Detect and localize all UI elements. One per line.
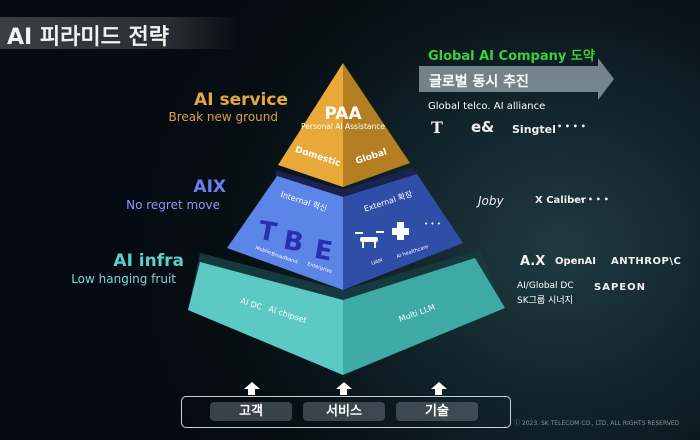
- healthcare-icon: [392, 222, 409, 240]
- title-bar: [0, 17, 240, 49]
- top-left-face: [278, 63, 343, 187]
- arrow-stem: [248, 389, 255, 395]
- logo-ax: A.X: [520, 254, 546, 269]
- paa-title: PAA: [324, 104, 362, 124]
- global-headline: Global AI Company 도약: [428, 49, 595, 64]
- top-right-face: [343, 63, 410, 187]
- customer-button[interactable]: 고객: [210, 402, 292, 421]
- paa-subtitle: Personal AI Assistance: [301, 122, 385, 131]
- service-button[interactable]: 서비스: [303, 402, 385, 421]
- level-label-service: AI service: [194, 90, 288, 110]
- logo-openai: OpenAI: [555, 256, 597, 267]
- technology-button[interactable]: 기술: [396, 402, 478, 421]
- logo-sapeon: SAPEON: [594, 282, 646, 293]
- level-label-infra: AI infra: [113, 251, 184, 271]
- infra-text-synergy: SK그룹 시너지: [517, 296, 573, 306]
- logo-joby: Joby: [478, 194, 504, 208]
- tbe-mobile: Mobile: [254, 245, 271, 256]
- alliance-title: Global telco. AI alliance: [428, 101, 546, 112]
- logo-anthropic: ANTHROP\C: [611, 256, 682, 267]
- level-sub-infra: Low hanging fruit: [71, 272, 176, 286]
- uam-label: UAM: [371, 258, 384, 267]
- global-arrow: [419, 58, 614, 100]
- infra-text-dc: AI/Global DC: [517, 281, 574, 291]
- drone-icon: [355, 231, 384, 248]
- tbe-e: E: [312, 235, 335, 268]
- alliance-more: • • • •: [557, 122, 586, 131]
- page-title: AI 피라미드 전략: [7, 25, 169, 50]
- copyright: ⓒ 2023. SK TELECOM CO., LTD. ALL RIGHTS …: [514, 420, 680, 427]
- foundation-box: [181, 396, 511, 428]
- bottom-left-face: [188, 262, 343, 375]
- level-label-aix: AIX: [193, 177, 226, 197]
- logo-t: T: [431, 118, 443, 137]
- level-sub-aix: No regret move: [126, 198, 220, 212]
- level-sub-service: Break new ground: [168, 110, 278, 124]
- more-dots: • • •: [424, 220, 441, 228]
- arrow-text: 글로벌 동시 추진: [429, 74, 529, 90]
- arrow-up-icon: [431, 382, 447, 389]
- logo-singtel: Singtel: [512, 123, 556, 136]
- middle-left-face: [227, 176, 343, 290]
- bottom-right-face: [343, 258, 505, 375]
- logo-eand: e&: [471, 118, 495, 136]
- arrow-up-icon: [336, 382, 352, 389]
- tbe-t: T: [256, 216, 279, 249]
- arrow-up-icon: [244, 382, 260, 389]
- arrow-stem: [340, 389, 347, 395]
- logo-xcaliber: X Caliber: [535, 195, 587, 206]
- arrow-stem: [435, 389, 442, 395]
- aix-more: • • • •: [580, 195, 609, 204]
